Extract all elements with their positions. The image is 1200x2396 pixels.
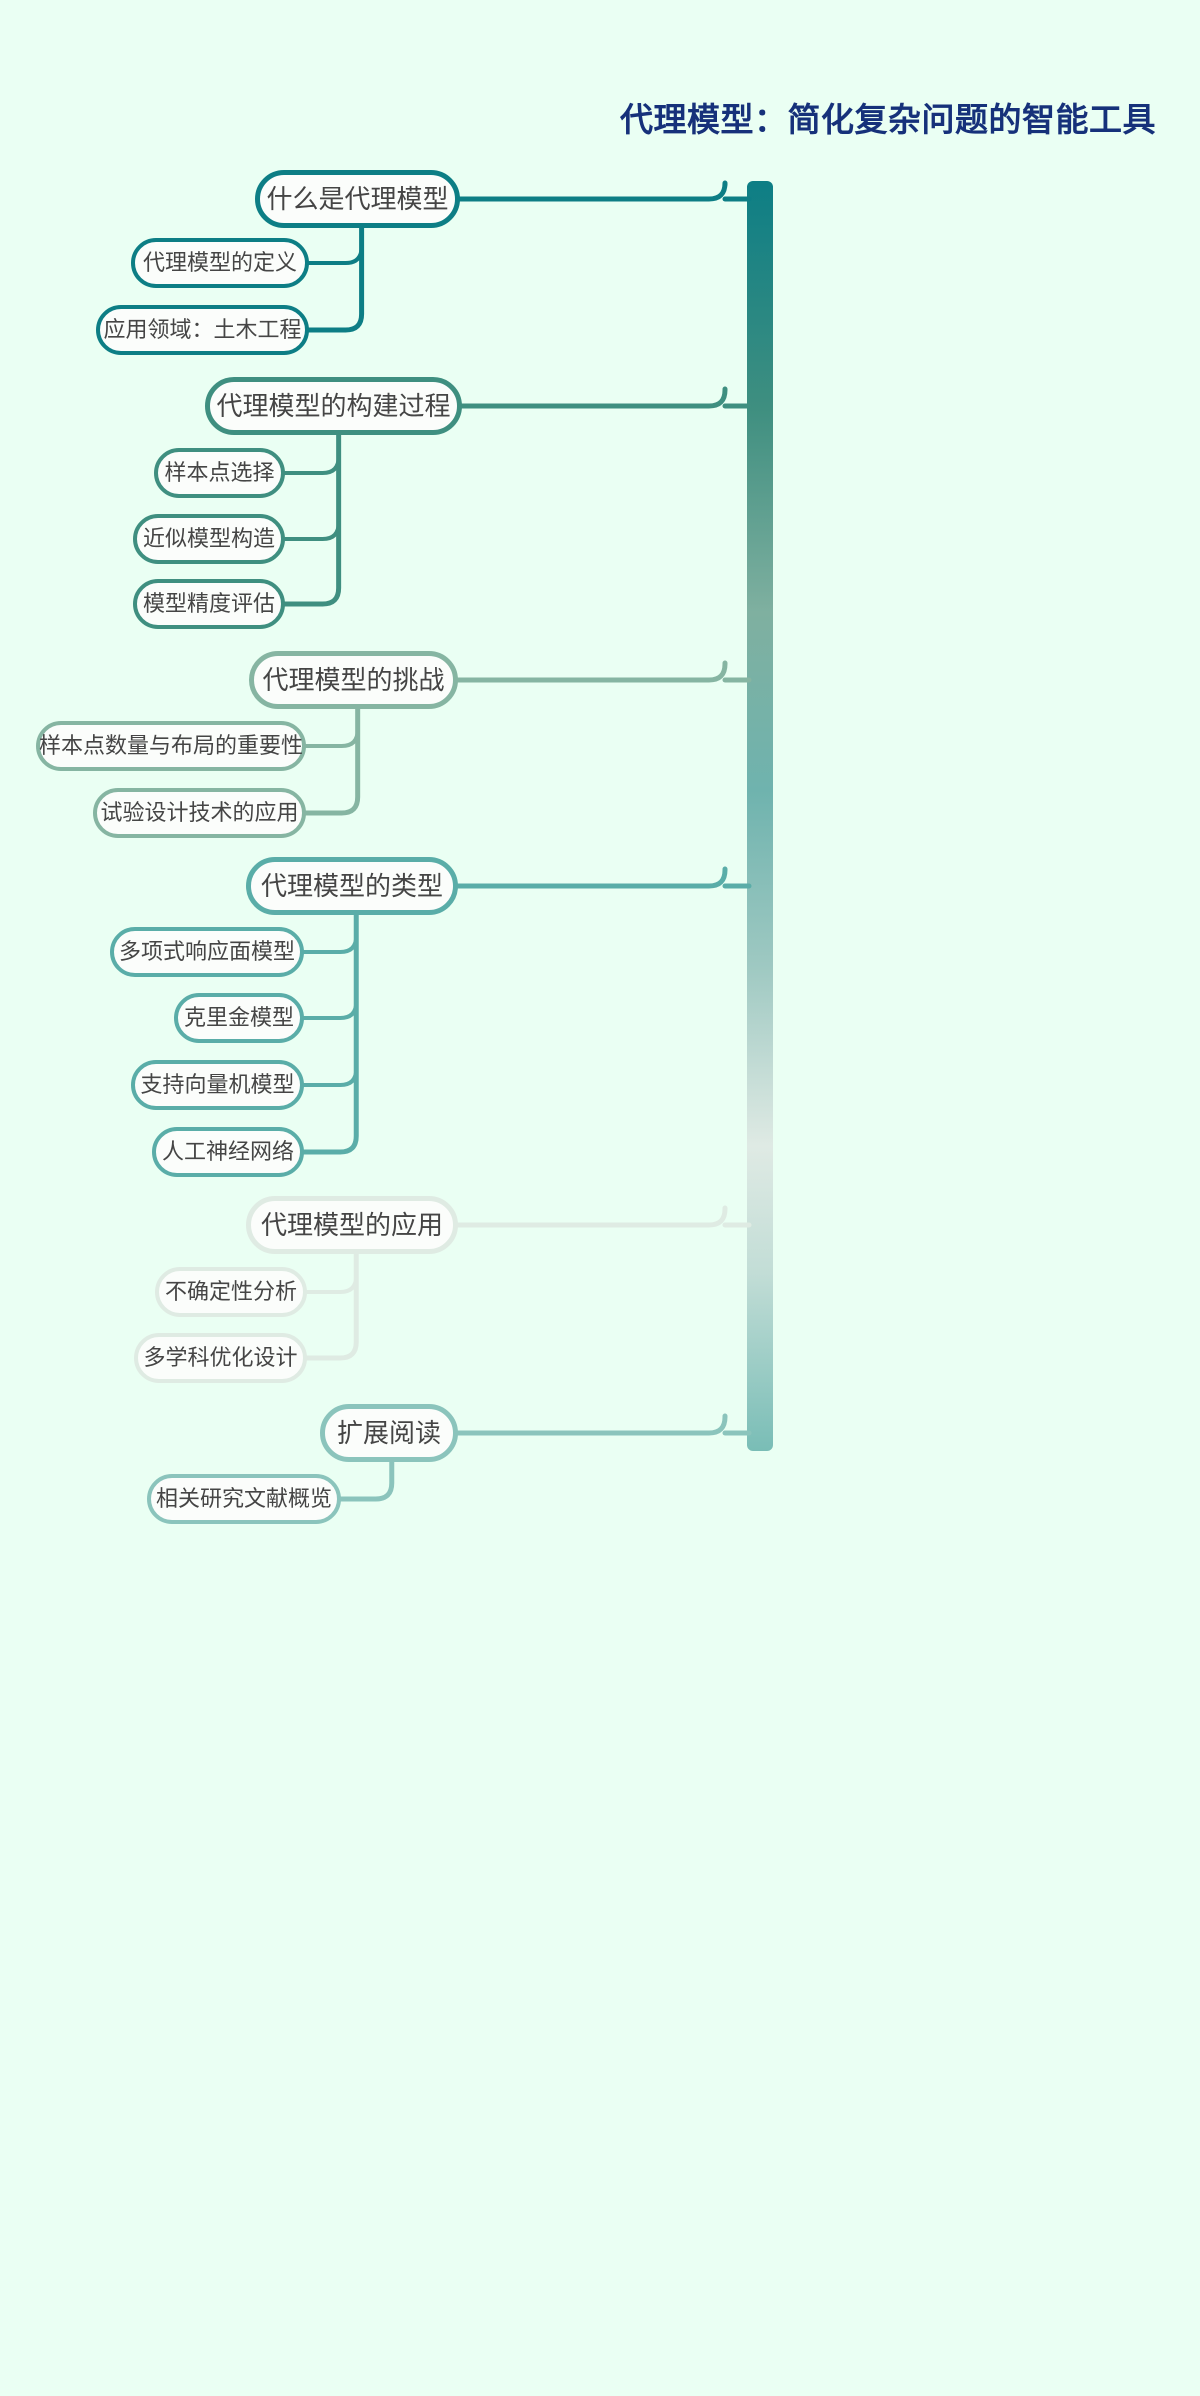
branch-connector [455, 1205, 728, 1228]
branch-node-3[interactable]: 代理模型的挑战 [249, 651, 458, 709]
branch-node-1[interactable]: 什么是代理模型 [255, 170, 460, 228]
child-connector [302, 1000, 359, 1020]
child-connector [283, 521, 341, 541]
leaf-node-label: 相关研究文献概览 [156, 1486, 333, 1511]
leaf-node-6-1[interactable]: 相关研究文献概览 [147, 1474, 341, 1524]
leaf-node-4-4[interactable]: 人工神经网络 [152, 1127, 304, 1177]
leaf-node-2-2[interactable]: 近似模型构造 [133, 514, 285, 564]
branch-connector [455, 660, 728, 683]
leaf-node-label: 应用领域：土木工程 [103, 317, 302, 342]
leaf-node-3-1[interactable]: 样本点数量与布局的重要性 [36, 721, 306, 771]
leaf-node-label: 人工神经网络 [162, 1139, 295, 1164]
leaf-node-1-1[interactable]: 代理模型的定义 [131, 238, 309, 288]
leaf-node-4-1[interactable]: 多项式响应面模型 [110, 927, 304, 977]
branch-node-5[interactable]: 代理模型的应用 [246, 1196, 458, 1254]
branch-connector [459, 386, 728, 409]
leaf-node-label: 多项式响应面模型 [119, 939, 296, 964]
page-title: 代理模型：简化复杂问题的智能工具 [620, 101, 1156, 138]
leaf-node-label: 多学科优化设计 [143, 1345, 298, 1370]
branch-node-2[interactable]: 代理模型的构建过程 [205, 377, 462, 435]
leaf-node-label: 支持向量机模型 [140, 1072, 295, 1097]
branch-connector [455, 1413, 728, 1436]
leaf-node-4-3[interactable]: 支持向量机模型 [131, 1060, 304, 1110]
leaf-node-label: 样本点选择 [164, 460, 275, 485]
leaf-node-5-2[interactable]: 多学科优化设计 [134, 1333, 307, 1383]
leaf-node-1-2[interactable]: 应用领域：土木工程 [96, 305, 309, 355]
child-stem [301, 912, 359, 1155]
child-stem [304, 1251, 359, 1361]
leaf-node-3-2[interactable]: 试验设计技术的应用 [93, 788, 306, 838]
branch-node-label: 代理模型的构建过程 [216, 391, 451, 421]
leaf-node-2-1[interactable]: 样本点选择 [154, 448, 285, 498]
leaf-node-label: 模型精度评估 [143, 591, 276, 616]
leaf-node-label: 试验设计技术的应用 [100, 800, 299, 825]
branch-node-6[interactable]: 扩展阅读 [320, 1404, 458, 1462]
branch-node-4[interactable]: 代理模型的类型 [246, 857, 458, 915]
branch-connector [455, 866, 728, 889]
leaf-node-label: 近似模型构造 [143, 526, 276, 551]
branch-node-label: 代理模型的类型 [261, 871, 444, 901]
leaf-node-label: 代理模型的定义 [143, 250, 298, 275]
leaf-node-2-3[interactable]: 模型精度评估 [133, 579, 285, 629]
branch-node-label: 什么是代理模型 [266, 184, 449, 214]
child-stem [306, 225, 365, 333]
child-stem [282, 432, 342, 607]
branch-node-label: 扩展阅读 [337, 1418, 442, 1448]
child-connector [283, 455, 341, 475]
child-connector [302, 1067, 359, 1087]
child-connector [307, 245, 364, 265]
branch-node-label: 代理模型的挑战 [262, 665, 445, 695]
leaf-node-5-1[interactable]: 不确定性分析 [155, 1267, 307, 1317]
child-connector [304, 728, 360, 748]
leaf-node-label: 克里金模型 [184, 1005, 295, 1030]
leaf-node-label: 样本点数量与布局的重要性 [39, 733, 304, 758]
main-trunk [747, 181, 773, 1451]
leaf-node-4-2[interactable]: 克里金模型 [174, 993, 304, 1043]
child-stem [338, 1459, 395, 1502]
branch-node-label: 代理模型的应用 [261, 1210, 444, 1240]
branch-connector [457, 180, 728, 202]
leaf-node-label: 不确定性分析 [165, 1279, 298, 1304]
child-stem [303, 706, 361, 816]
child-connector [305, 1274, 359, 1294]
child-connector [302, 934, 359, 954]
